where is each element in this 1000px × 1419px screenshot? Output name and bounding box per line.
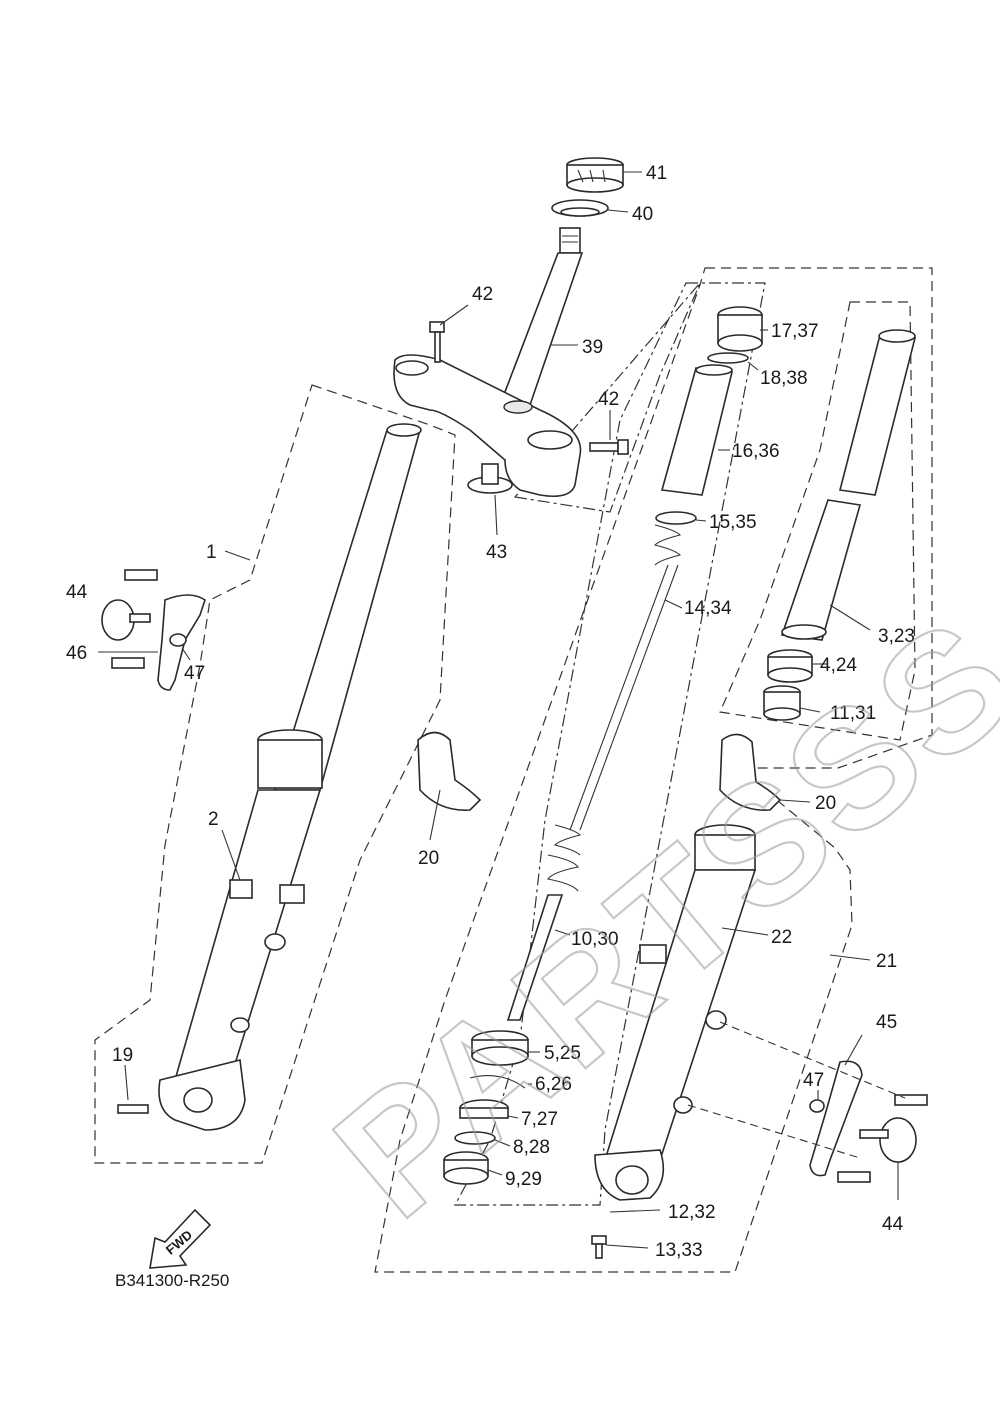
steering-clamp-boundary [513,282,701,513]
callout-13-33: 13,33 [655,1240,703,1261]
callout-18-38: 18,38 [760,368,808,389]
cartridge-boundary [719,301,916,741]
callout-43: 43 [486,542,507,563]
callout-21: 21 [876,951,897,972]
callout-47-left: 47 [184,663,205,684]
bolt-42-top [429,321,445,363]
left-outer-tube [158,729,323,1131]
callouts: 41 40 42 39 42 43 1 44 46 47 2 20 19 17,… [66,163,915,1261]
spacer-16-36 [660,364,733,496]
callout-14-34: 14,34 [684,598,732,619]
callout-41: 41 [646,163,667,184]
callout-40: 40 [632,204,653,225]
steering-stem-39 [498,227,584,406]
damper-rod-10-30 [506,854,579,1021]
right-outer-tube-22 [594,824,757,1201]
seal-parts-right [443,1030,529,1185]
callout-11-31: 11,31 [830,703,876,724]
left-caliper-mount-2 [229,879,305,904]
bolt-42-side [589,439,629,455]
left-reflector-44 [101,599,151,641]
under-bracket [393,354,582,498]
callout-10-30: 10,30 [571,929,619,950]
spring-14-34 [553,524,682,856]
callout-5-25: 5,25 [544,1043,581,1064]
o-ring-18-38 [707,352,749,364]
callout-2: 2 [208,809,219,830]
cap-bolt-17-37 [717,306,763,352]
callout-22: 22 [771,927,792,948]
bushing-11-31 [763,685,801,721]
callout-15-35: 15,35 [709,512,757,533]
washer-15-35 [655,511,697,525]
callout-39: 39 [582,337,603,358]
callout-42-side: 42 [598,389,619,410]
callout-16-36: 16,36 [732,441,780,462]
callout-42-top: 42 [472,284,493,305]
callout-19: 19 [112,1045,133,1066]
callout-44-left: 44 [66,582,88,603]
callout-46: 46 [66,643,87,664]
callout-20-left: 20 [418,848,439,869]
callout-6-26: 6,26 [535,1074,572,1095]
left-bolts [111,569,187,1114]
callout-7-27: 7,27 [521,1109,558,1130]
steering-nut-41 [566,157,624,193]
callout-44-right: 44 [882,1214,904,1235]
callout-4-24: 4,24 [820,655,857,676]
right-reflector-44 [859,1117,917,1163]
callout-17-37: 17,37 [771,321,819,342]
right-fork-guard-20 [719,733,782,811]
callout-9-29: 9,29 [505,1169,542,1190]
left-fork-assembly-boundary [94,384,456,1164]
callout-8-28: 8,28 [513,1137,550,1158]
callout-3-23: 3,23 [878,626,915,647]
right-bolts [591,1094,928,1259]
callout-20-right: 20 [815,793,836,814]
left-fork-guard-20 [417,731,482,811]
bushing-4-24 [767,649,813,683]
diagram-code: B341300-R250 [115,1271,229,1290]
callout-12-32: 12,32 [668,1202,716,1223]
right-fork-assembly-boundary [374,267,933,1273]
bearing-race-40 [551,199,609,217]
callout-47-right: 47 [803,1070,824,1091]
cartridge-tube-3-23 [780,329,917,641]
cable-guide-43 [467,463,513,494]
right-bracket-45 [809,1060,863,1177]
leader-lines [98,171,906,1249]
callout-45: 45 [876,1012,897,1033]
callout-1: 1 [206,542,217,563]
fwd-arrow-icon: FWD [149,1208,212,1269]
